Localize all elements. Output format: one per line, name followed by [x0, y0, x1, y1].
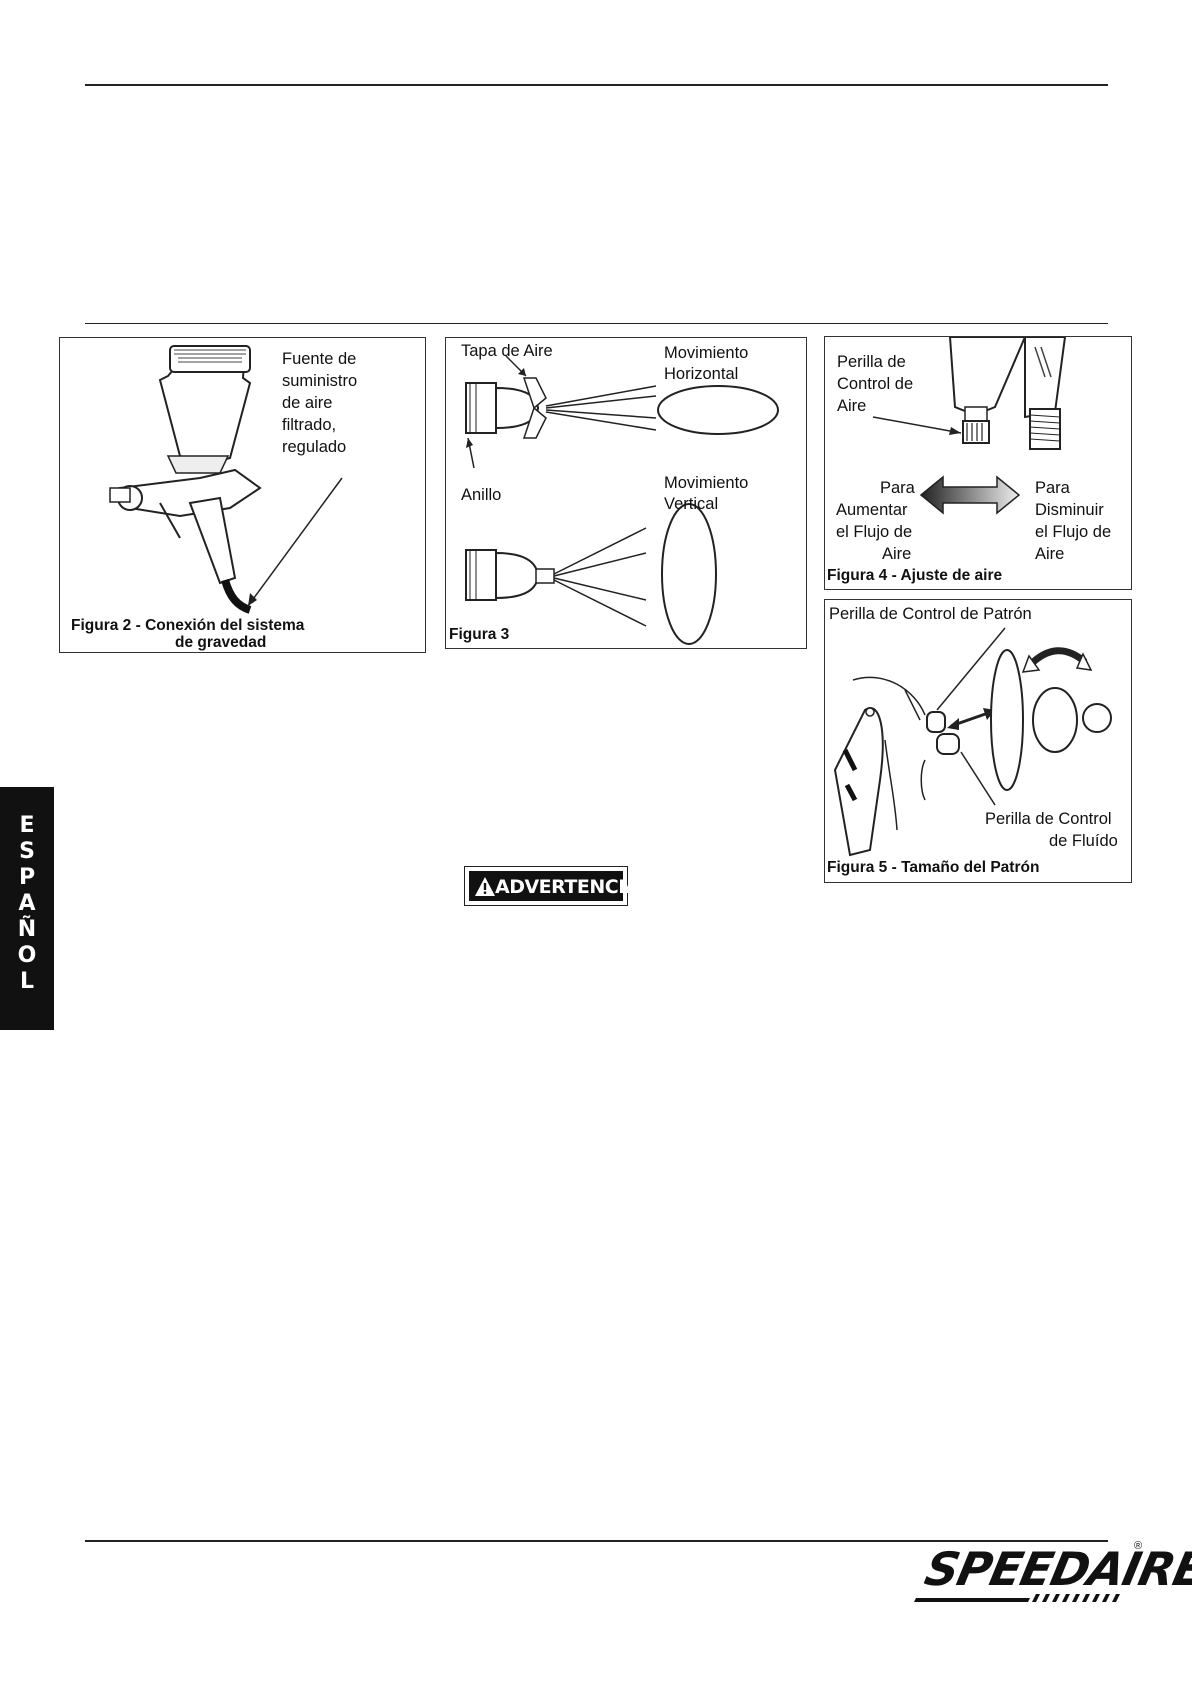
ring-label: Anillo [461, 486, 502, 504]
increase-flow-label-3: el Flujo de [836, 523, 913, 541]
section-rule [85, 323, 1108, 324]
increase-flow-label-4: Aire [882, 545, 912, 563]
decrease-flow-label-3: el Flujo de [1035, 523, 1112, 541]
figure-3-caption: Figura 3 [449, 626, 510, 643]
vertical-movement-label-1: Movimiento [664, 474, 749, 492]
figure-4-panel: Perilla de Control de Aire Para Aumentar… [824, 336, 1132, 590]
side-tab-letter: Ñ [17, 917, 37, 942]
air-cap-label: Tapa de Aire [461, 342, 553, 360]
air-adjustment-illustration [872, 337, 1067, 515]
bottom-rule [85, 1540, 1108, 1542]
air-knob-label-1: Perilla de [837, 353, 906, 371]
horizontal-movement-label-1: Movimiento [664, 344, 749, 362]
figure-5-panel: Perilla de Control de Patrón Perilla de … [824, 599, 1132, 883]
spray-pattern-illustration [465, 355, 779, 645]
gravity-spray-gun-illustration [109, 345, 343, 614]
increase-flow-label-2: Aumentar [836, 501, 908, 519]
air-supply-label-3: de aire [282, 394, 333, 412]
decrease-flow-label-2: Disminuir [1035, 501, 1104, 519]
vertical-movement-label-2: Vertical [664, 495, 719, 513]
air-supply-label-2: suministro [282, 372, 358, 390]
side-tab-letter: P [18, 865, 36, 890]
side-tab-letter: S [19, 839, 35, 864]
side-tab-letter: O [17, 943, 37, 968]
side-tab-letter: L [19, 969, 35, 994]
increase-flow-label-1: Para [880, 479, 915, 497]
warning-label: ADVERTENCIA [464, 866, 640, 906]
air-knob-label-2: Control de [837, 375, 914, 393]
language-side-tab: E S P A Ñ O L [0, 787, 54, 1030]
speedaire-logo: SPEEDAIRE ® [912, 1540, 1192, 1606]
air-supply-label-4: filtrado, [282, 416, 337, 434]
fluid-knob-label-1: Perilla de Control [985, 810, 1112, 828]
air-supply-label-1: Fuente de [282, 350, 357, 368]
pattern-size-illustration [833, 627, 1112, 857]
logo-speed-stripes [914, 1594, 1120, 1602]
decrease-flow-label-1: Para [1035, 479, 1070, 497]
figure-2-caption-line-1: Figura 2 - Conexión del sistema [71, 617, 305, 634]
registered-mark: ® [1134, 1540, 1143, 1552]
pattern-knob-label: Perilla de Control de Patrón [829, 605, 1032, 623]
figure-3-panel: Tapa de Aire Movimiento Horizontal Anill… [445, 337, 807, 649]
figure-5-caption: Figura 5 - Tamaño del Patrón [827, 859, 1040, 876]
warning-text: ADVERTENCIA [495, 876, 640, 898]
figure-2-panel: Fuente de suministro de aire filtrado, r… [59, 337, 426, 653]
side-tab-letter: A [18, 891, 36, 916]
figure-2-caption-line-2: de gravedad [175, 634, 267, 651]
side-tab-letter: E [19, 813, 35, 838]
top-rule [85, 84, 1108, 86]
air-supply-label-5: regulado [282, 438, 347, 456]
air-knob-label-3: Aire [837, 397, 867, 415]
warning-triangle-icon [475, 877, 495, 896]
decrease-flow-label-4: Aire [1035, 545, 1065, 563]
fluid-knob-label-2: de Fluído [1049, 832, 1118, 850]
figure-4-caption: Figura 4 - Ajuste de aire [827, 567, 1003, 584]
horizontal-movement-label-2: Horizontal [664, 365, 739, 383]
